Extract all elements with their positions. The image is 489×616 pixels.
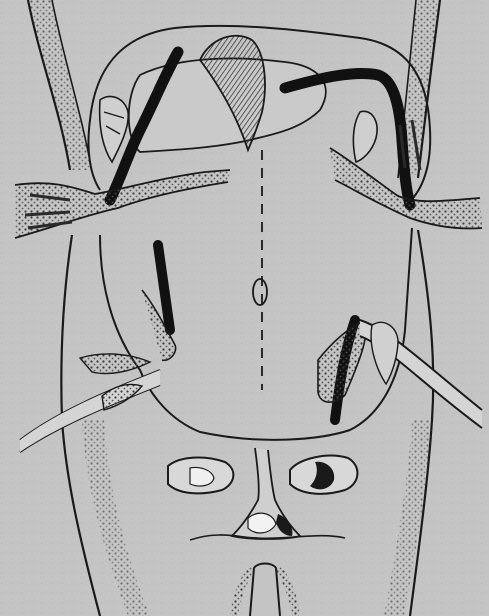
crotch-notch (250, 564, 280, 616)
right-pelvic-section (290, 456, 357, 494)
left-pelvic-section (168, 457, 233, 493)
